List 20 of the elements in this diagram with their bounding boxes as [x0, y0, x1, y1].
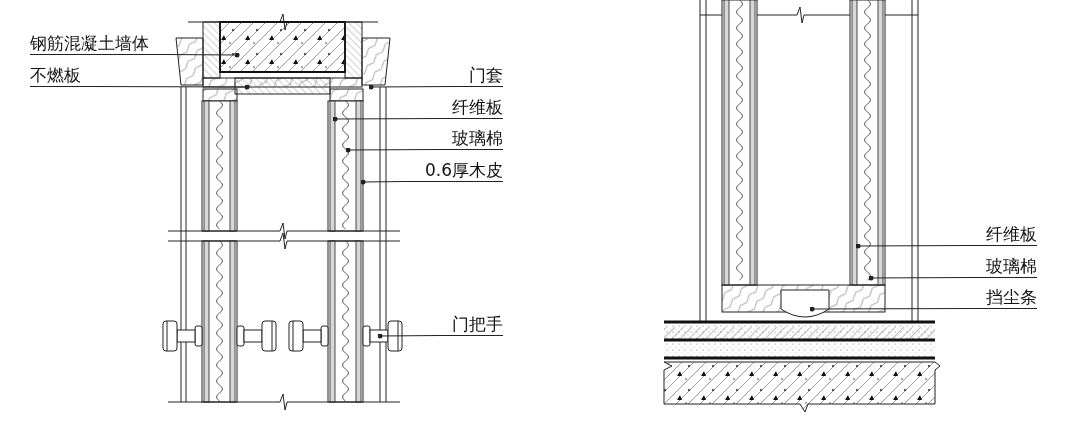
callout-label: 纤维板	[440, 97, 503, 119]
leader-line	[345, 147, 441, 153]
leader-line	[360, 179, 407, 185]
callout-label: 0.6厚木皮	[406, 160, 503, 182]
leader-line	[165, 52, 240, 58]
leader-line	[809, 306, 973, 312]
callout-label: 玻璃棉	[972, 256, 1037, 278]
leader-line	[377, 333, 441, 339]
callout-label: 挡尘条	[972, 287, 1037, 309]
callout-label: 门套	[455, 65, 503, 87]
callout-label: 不燃板	[30, 65, 92, 87]
leader-line	[855, 243, 973, 249]
leader-line	[368, 84, 456, 90]
leader-line	[91, 84, 250, 90]
leader-line	[868, 275, 973, 281]
callout-label: 纤维板	[972, 224, 1037, 246]
callout-label: 钢筋混凝土墙体	[30, 33, 166, 55]
callout-label: 玻璃棉	[440, 128, 503, 150]
callout-label: 门把手	[440, 314, 503, 336]
leader-line	[332, 116, 441, 122]
